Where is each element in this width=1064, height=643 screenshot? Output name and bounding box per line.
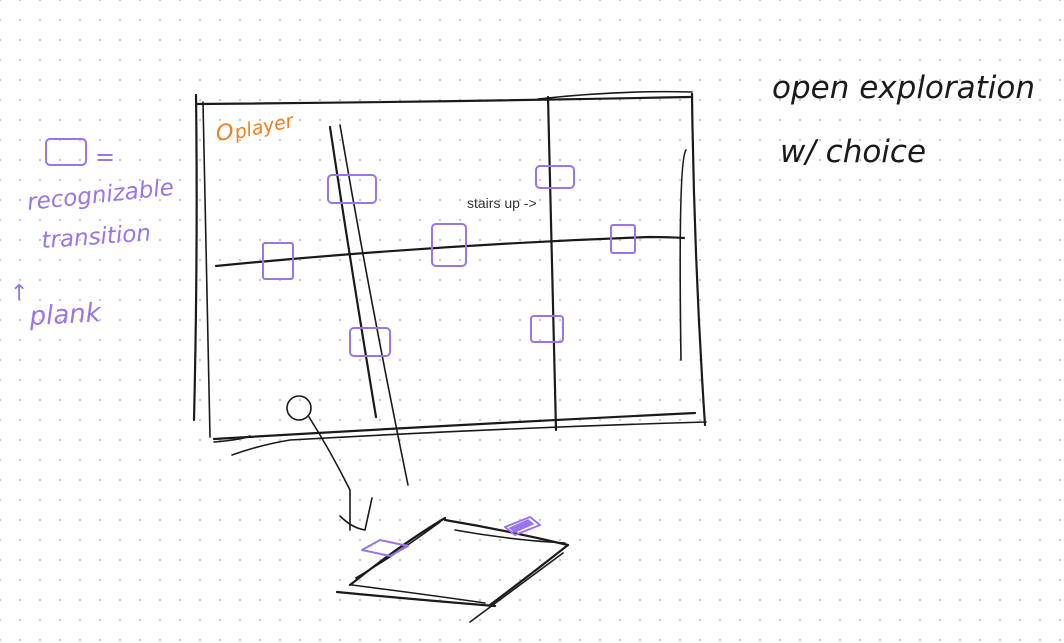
player-circle: O [216, 121, 233, 146]
transition-planks [262, 165, 636, 357]
legend: = recognizable transition ↑ plank [10, 138, 175, 332]
legend-plank-symbol [45, 138, 87, 166]
legend-arrow: ↑ [10, 281, 28, 306]
note-title-line-1: open exploration [772, 70, 1035, 106]
room-dividers [214, 95, 686, 486]
legend-line-1: recognizable [26, 175, 175, 216]
legend-line-2: transition [41, 220, 152, 254]
transition-plank [530, 315, 564, 343]
stairs-label: stairs up -> [467, 195, 537, 211]
transition-plank [262, 242, 294, 280]
player-label: player [231, 110, 296, 144]
transition-plank [327, 174, 377, 204]
transition-plank [349, 327, 391, 357]
transition-plank [431, 223, 467, 267]
note-title-line-2: w/ choice [780, 134, 926, 170]
connector [286, 395, 373, 531]
lower-floor [335, 516, 570, 623]
legend-equals: = [95, 143, 115, 171]
legend-line-3: plank [28, 298, 103, 332]
note-title: open exploration w/ choice [772, 70, 1035, 170]
room-outline [192, 90, 707, 456]
transition-plank [610, 224, 636, 254]
transition-plank [535, 165, 575, 189]
player-marker: O player [216, 110, 297, 146]
